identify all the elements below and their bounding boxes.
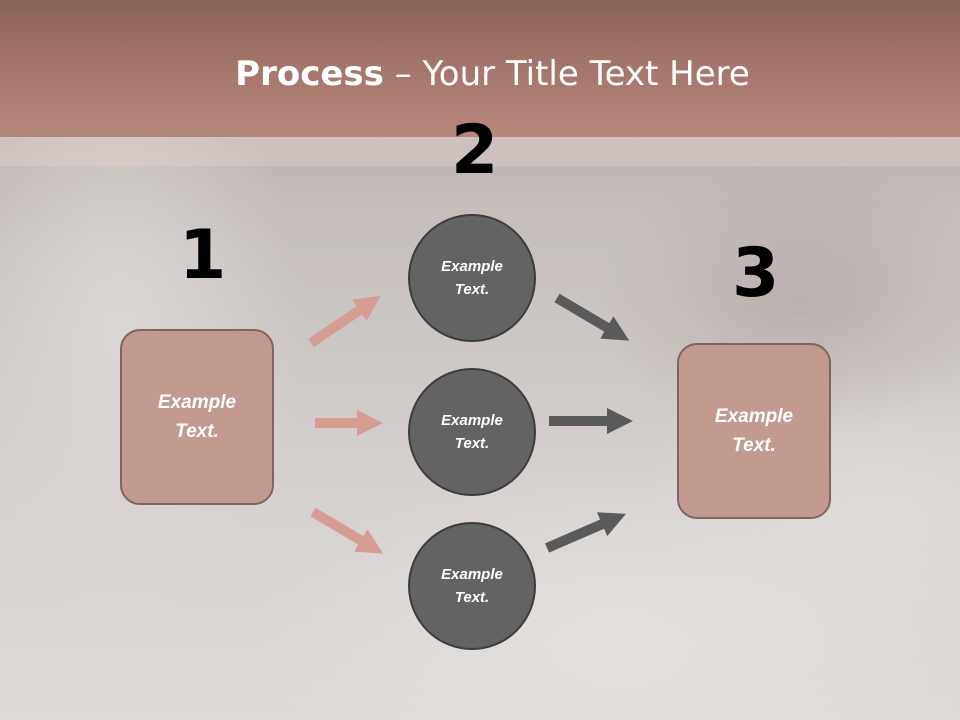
step-box-1-text: Example Text. xyxy=(157,392,237,442)
process-circle-3-text: Example Text. xyxy=(441,566,503,606)
arrow-circle-3-to-3 xyxy=(545,512,626,553)
process-circle-3: Example Text. xyxy=(408,522,536,650)
step-box-3-text: Example Text. xyxy=(714,406,794,456)
arrow-circle-1-to-3 xyxy=(554,293,630,341)
title-band xyxy=(0,137,960,166)
title-dash: – xyxy=(383,54,423,94)
process-circle-1-text: Example Text. xyxy=(441,258,503,298)
step-number-2: 2 xyxy=(451,111,499,190)
title-rest: Your Title Text Here xyxy=(422,54,750,94)
step-box-1: Example Text. xyxy=(120,329,274,505)
arrow-1-to-circle-3 xyxy=(310,507,384,554)
step-number-1: 1 xyxy=(179,216,227,295)
process-circle-1: Example Text. xyxy=(408,214,536,342)
slide-title: Process – Your Title Text Here xyxy=(0,52,960,96)
arrow-1-to-circle-1 xyxy=(308,295,381,348)
process-circle-2: Example Text. xyxy=(408,368,536,496)
step-box-3: Example Text. xyxy=(677,343,831,519)
title-bold: Process xyxy=(235,54,384,94)
step-number-3: 3 xyxy=(732,234,780,313)
title-bar xyxy=(0,0,960,137)
process-circle-2-text: Example Text. xyxy=(441,412,503,452)
